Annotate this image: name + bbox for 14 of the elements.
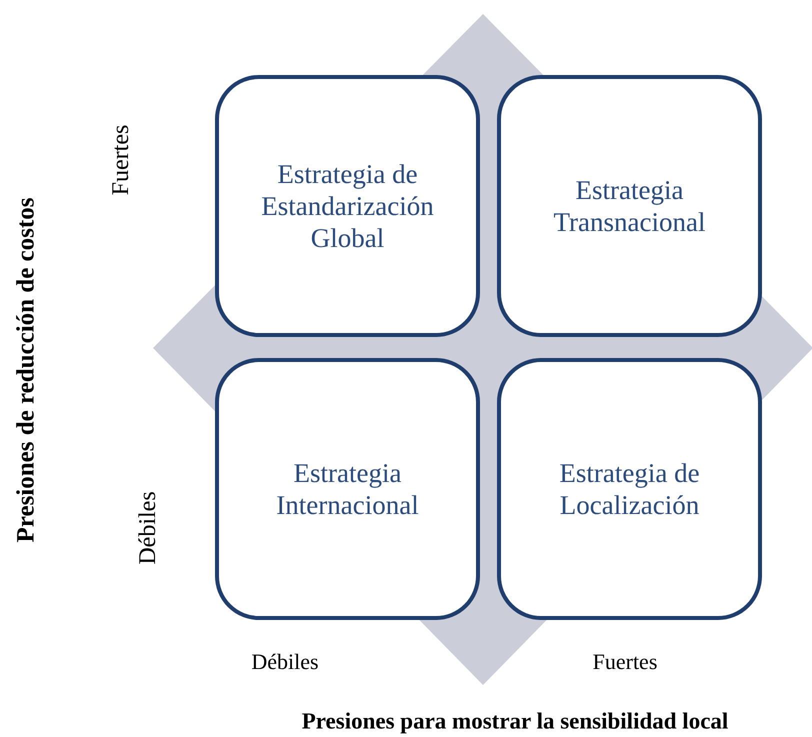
strategy-box — [497, 358, 762, 620]
axis-label: Presiones para mostrar la sensibilidad local — [302, 710, 728, 732]
strategy-name: Estrategia Internacional — [275, 457, 420, 521]
strategy-name: Estrategia de Localización — [558, 457, 701, 521]
axis-label: Presiones de reducción de costos — [14, 198, 38, 542]
axis-label: Débiles — [136, 491, 160, 565]
strategy-box — [215, 75, 480, 337]
strategy-name: Estrategia Transnacional — [552, 174, 706, 238]
axis-label: Débiles — [251, 651, 319, 673]
strategy-name: Estrategia de Estandarización Global — [260, 158, 435, 254]
axis-label: Fuertes — [109, 124, 133, 196]
strategy-box — [497, 75, 762, 337]
axis-label: Fuertes — [592, 651, 658, 673]
strategy-box — [215, 358, 480, 620]
